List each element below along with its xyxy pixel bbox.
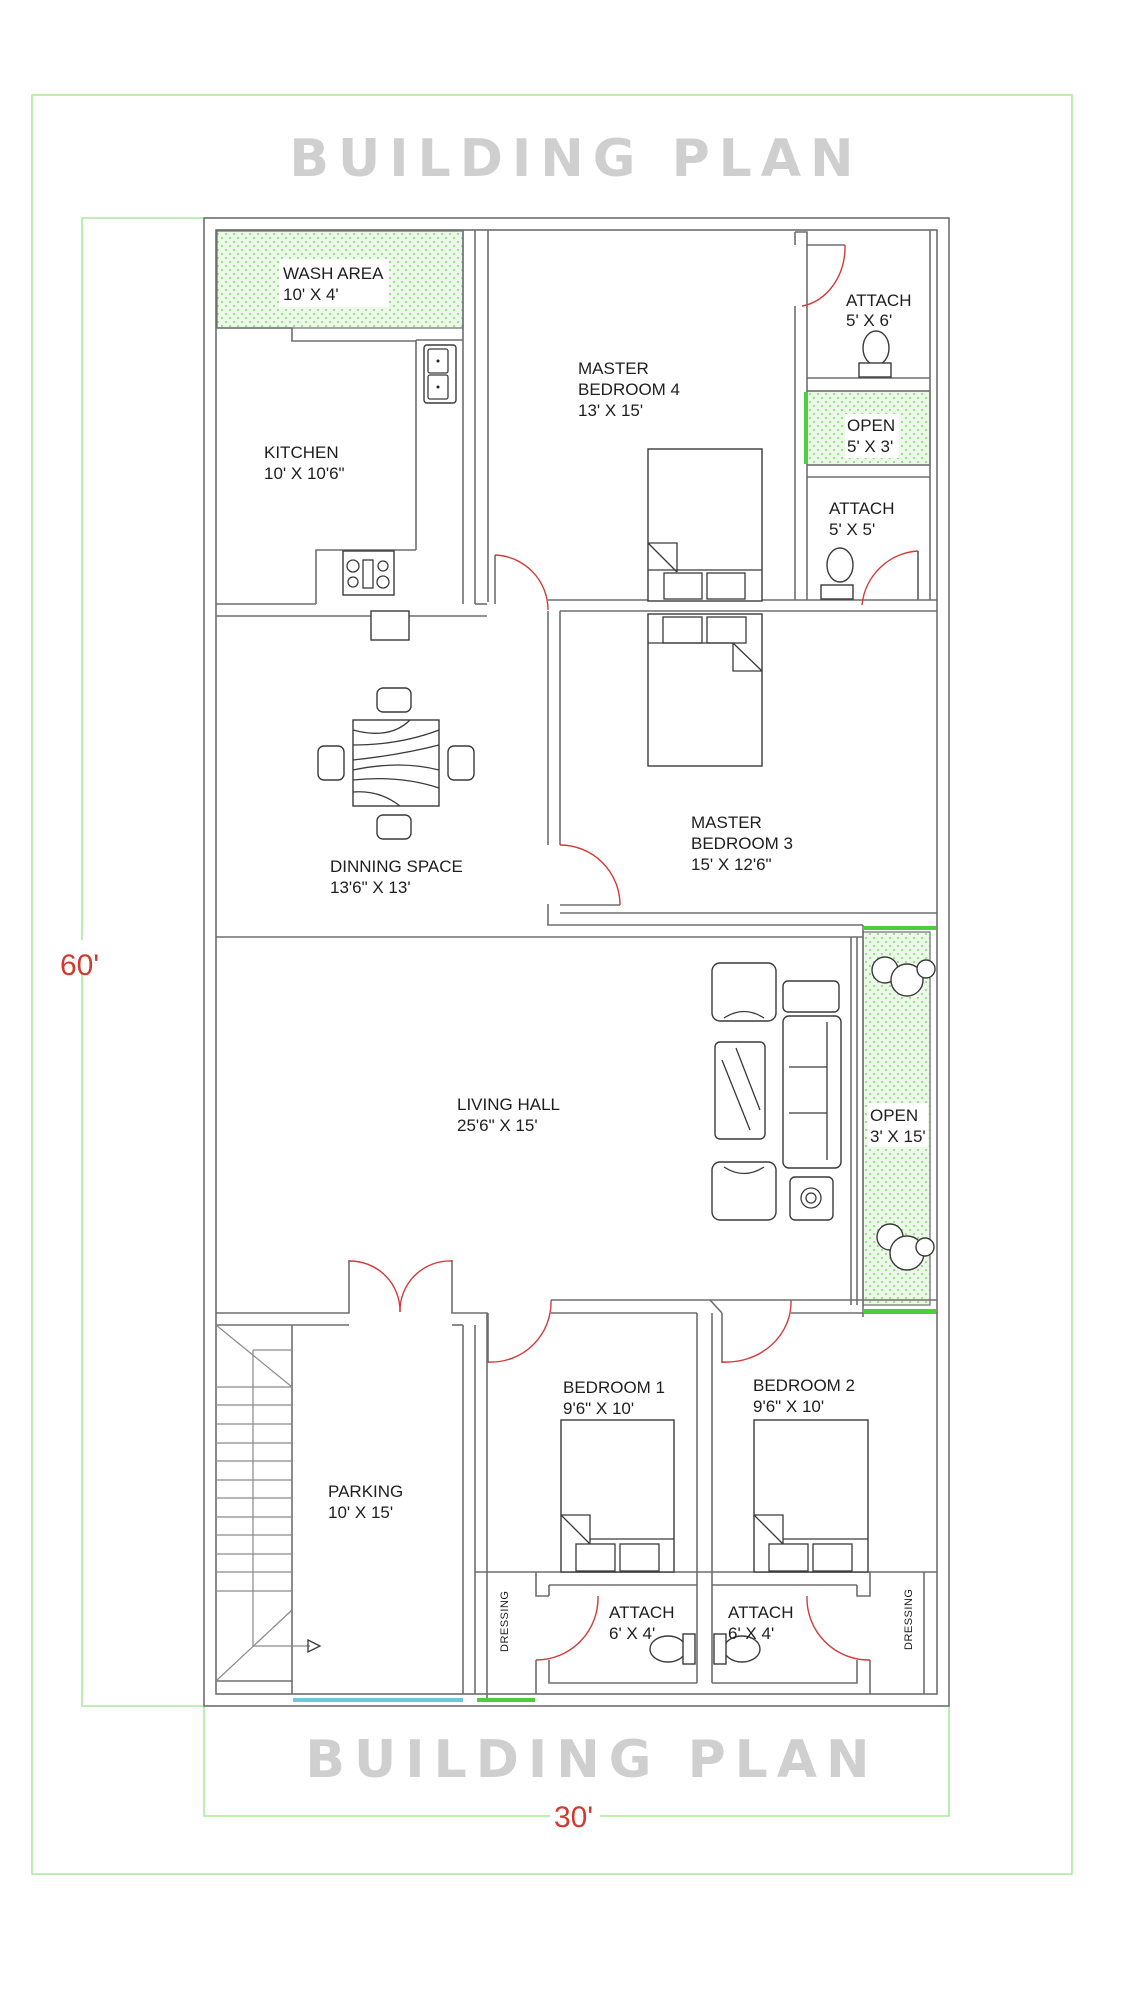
dressing-right-label: DRESSING	[903, 1589, 915, 1650]
attach-b2-size: 6' X 4'	[728, 1624, 774, 1643]
dining-table-icon	[317, 687, 475, 840]
door-attach-b1[interactable]	[535, 1595, 599, 1661]
attach-mid-size: 5' X 5'	[829, 520, 875, 539]
plant-icon	[871, 956, 936, 1271]
door-bedroom-1[interactable]	[487, 1299, 552, 1363]
attach-b1-size: 6' X 4'	[609, 1624, 655, 1643]
title-bottom: BUILDING PLAN	[305, 1730, 878, 1790]
parking-label: PARKING	[328, 1482, 403, 1501]
bedroom-2-size: 9'6" X 10'	[753, 1397, 824, 1416]
master-bedroom-4-size: 13' X 15'	[578, 401, 643, 420]
bed-bedroom-1-icon	[560, 1419, 675, 1573]
toilet-attach-mid-icon	[820, 547, 854, 600]
kitchen-size: 10' X 10'6"	[264, 464, 345, 483]
stove-icon	[342, 550, 395, 596]
outer-border	[31, 94, 1073, 1875]
toilet-attach-top-icon	[858, 330, 892, 378]
width-dimension-label: 30'	[554, 1801, 593, 1834]
door-master-bedroom-4[interactable]	[494, 554, 549, 611]
living-hall-label: LIVING HALL	[457, 1095, 560, 1114]
door-attach-mid[interactable]	[861, 550, 919, 606]
wash-area-size: 10' X 4'	[283, 285, 339, 304]
living-hall-size: 25'6" X 15'	[457, 1116, 538, 1135]
bedroom-1-label: BEDROOM 1	[563, 1378, 665, 1397]
bed-master-bedroom-3-icon	[647, 613, 763, 767]
master-bedroom-3-label-2: BEDROOM 3	[691, 834, 793, 853]
master-bedroom-4-label-2: BEDROOM 4	[578, 380, 680, 399]
attach-mid-label: ATTACH	[829, 499, 894, 518]
toilet-attach-b2-icon	[713, 1633, 761, 1665]
attach-b2-label: ATTACH	[728, 1603, 793, 1622]
open-side-size: 3' X 15'	[870, 1127, 926, 1146]
open-small-label: OPEN	[847, 416, 895, 435]
bedroom-2-label: BEDROOM 2	[753, 1376, 855, 1395]
master-bedroom-4-label-1: MASTER	[578, 359, 649, 378]
depth-dimension-label: 60'	[60, 949, 99, 982]
parking-size: 10' X 15'	[328, 1503, 393, 1522]
staircase-icon	[215, 1324, 322, 1682]
dining-label: DINNING SPACE	[330, 857, 463, 876]
attach-top-size: 5' X 6'	[846, 311, 892, 330]
master-bedroom-3-label-1: MASTER	[691, 813, 762, 832]
door-attach-top[interactable]	[801, 244, 846, 307]
title-top: BUILDING PLAN	[289, 129, 862, 189]
fridge-icon	[370, 610, 410, 641]
open-small-size: 5' X 3'	[847, 437, 893, 456]
door-attach-b2[interactable]	[806, 1595, 871, 1661]
dining-size: 13'6" X 13'	[330, 878, 411, 897]
door-master-bedroom-3[interactable]	[559, 844, 621, 906]
sofa-set-icon	[711, 962, 842, 1221]
master-bedroom-3-size: 15' X 12'6"	[691, 855, 772, 874]
toilet-attach-b1-icon	[649, 1633, 696, 1665]
bedroom-1-size: 9'6" X 10'	[563, 1399, 634, 1418]
door-main-entrance[interactable]	[348, 1260, 453, 1313]
open-side-label: OPEN	[870, 1106, 918, 1125]
attach-top-label: ATTACH	[846, 291, 911, 310]
bed-master-bedroom-4-icon	[647, 448, 763, 602]
bed-bedroom-2-icon	[753, 1419, 869, 1573]
wash-area-label: WASH AREA	[283, 264, 384, 283]
kitchen-label: KITCHEN	[264, 443, 339, 462]
kitchen-sink-icon	[423, 344, 457, 404]
dressing-left-label: DRESSING	[499, 1591, 511, 1652]
door-bedroom-2[interactable]	[721, 1299, 792, 1363]
attach-b1-label: ATTACH	[609, 1603, 674, 1622]
exterior-walls	[203, 217, 950, 1707]
